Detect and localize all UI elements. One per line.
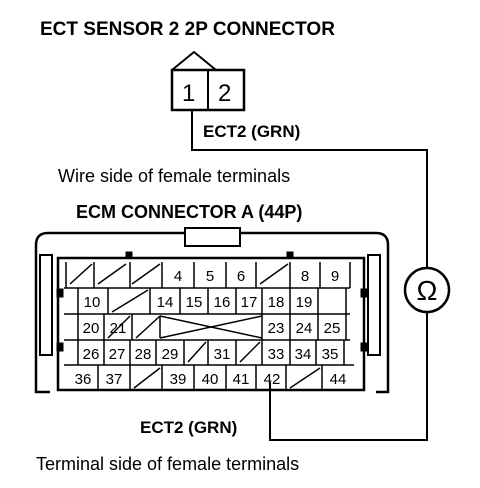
pin-label: 33 [268,346,285,363]
ect2-top-label: ECT2 (GRN) [203,122,300,141]
pin-label: 24 [296,320,313,337]
pin-label: 18 [268,294,285,311]
pin-label: 40 [202,371,219,388]
pin-label: 14 [157,294,174,311]
pin-label: 41 [233,371,250,388]
pin-label: 8 [301,268,309,285]
sensor-2p-connector: 1 2 [170,50,246,112]
sensor-pin-1: 1 [182,80,195,107]
ecm-connector-title: ECM CONNECTOR A (44P) [76,202,302,222]
pin-label: 19 [296,294,313,311]
ecm-pin-numbers: 4 5 6 8 9 10 14 15 16 17 18 19 20 21 23 … [75,268,347,388]
pin-label: 10 [84,294,101,311]
ecm-pin-grid [64,262,354,390]
pin-label: 25 [324,320,341,337]
pin-label: 21 [110,320,127,337]
sensor-connector-title: ECT SENSOR 2 2P CONNECTOR [40,19,335,40]
pin-label: 9 [331,268,339,285]
sensor-pin-2: 2 [218,80,231,107]
pin-label: 44 [330,371,347,388]
test-lead-top [191,110,428,441]
ecm-connector-body [34,227,390,394]
pin-label: 37 [106,371,123,388]
pin-label: 15 [186,294,203,311]
ohm-symbol-icon: Ω [417,275,438,306]
pin-label: 5 [206,268,214,285]
pin-label: 29 [162,346,179,363]
pin-label: 23 [268,320,285,337]
pin-label: 4 [174,268,182,285]
pin-label: 28 [135,346,152,363]
terminal-side-label: Terminal side of female terminals [36,454,299,474]
pin-label: 31 [214,346,231,363]
ect2-bottom-label: ECT2 (GRN) [140,418,237,437]
pin-label: 35 [322,346,339,363]
pin-label: 17 [241,294,258,311]
pin-label: 42 [264,371,281,388]
pin-label: 6 [237,268,245,285]
pin-label: 34 [295,346,312,363]
pin-label: 26 [83,346,100,363]
pin-label: 16 [214,294,231,311]
wire-side-label: Wire side of female terminals [58,166,290,186]
pin-label: 39 [170,371,187,388]
pin-label: 36 [75,371,92,388]
pin-label: 20 [83,320,100,337]
ohmmeter: Ω [403,266,451,314]
pin-label: 27 [109,346,126,363]
